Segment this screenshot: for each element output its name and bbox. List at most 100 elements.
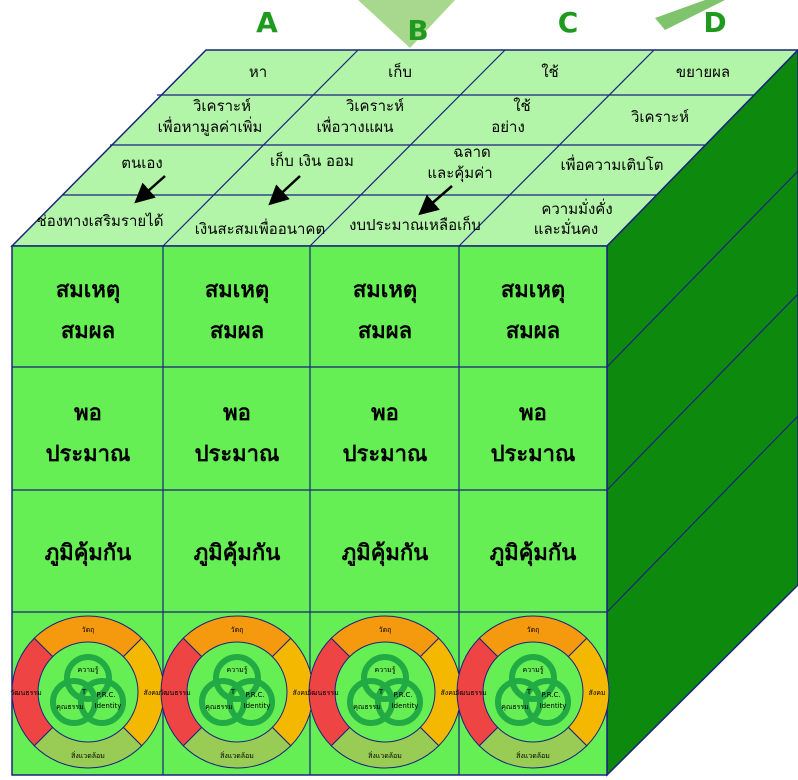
inner-circle-3	[375, 678, 423, 726]
top-row2-b-line1: วิเคราะห์	[345, 97, 404, 115]
top-face-grid	[62, 49, 755, 247]
top-row3-a: ตนเอง	[121, 154, 162, 172]
top-row1-a: หา	[249, 63, 267, 81]
ring-label-top: วัตถุ	[82, 626, 95, 634]
front-r1-b-l2: สมผล	[210, 319, 264, 344]
top-row2-d-line1: วิเคราะห์	[630, 108, 689, 126]
inner-circle-3	[78, 678, 126, 726]
top-face-arrows	[134, 175, 453, 216]
circle-label-left: คุณธรรม	[56, 703, 84, 711]
top-row4-d-line2: และมั่นคง	[534, 218, 598, 238]
circle-label-top: ความรู้	[227, 666, 248, 674]
side-face-grid	[606, 170, 798, 613]
ring-label-bottom: สิ่งแวดล้อม	[71, 751, 105, 760]
top-row1-b: เก็บ	[388, 62, 412, 81]
top-row3-c-line2: และคุ้มค่า	[427, 164, 492, 183]
top-row3-c-line1: ฉลาด	[453, 143, 491, 161]
inner-circle-2	[199, 678, 247, 726]
ring-label-right: สังคม	[293, 689, 310, 697]
ring-label-top: วัตถุ	[231, 626, 244, 634]
ring-segment-left	[308, 637, 351, 747]
top-row2-b-line2: เพื่อวางแผน	[317, 116, 394, 136]
arrow-a	[134, 175, 166, 204]
circle-label-left: คุณธรรม	[205, 703, 233, 711]
front-r1-a-l1: สมเหตุ	[56, 278, 120, 304]
ring-label-bottom: สิ่งแวดล้อม	[220, 751, 254, 760]
top-row4-b: เงินสะสมเพื่ออนาคต	[195, 218, 325, 238]
circle-label-top: ความรู้	[78, 666, 99, 674]
inner-circle-3	[227, 678, 275, 726]
inner-circle-2	[347, 678, 395, 726]
top-row4-d-line1: ความมั่งคั่ง	[541, 198, 612, 218]
ring-label-left: วัฒนธรรม	[455, 689, 486, 697]
top-row4-c: งบประมาณเหลือเก็บ	[349, 215, 481, 234]
front-r2-c-l2: ประมาณ	[343, 442, 428, 467]
ring-label-bottom: สิ่งแวดล้อม	[368, 751, 402, 760]
front-r2-a-l2: ประมาณ	[46, 442, 131, 467]
ring-label-right: สังคม	[589, 689, 606, 697]
inner-circle-1	[509, 654, 557, 702]
ring-segment-left	[11, 637, 54, 747]
front-row-2: พอ ประมาณ พอ ประมาณ พอ ประมาณ พอ ประมาณ	[46, 401, 576, 467]
circle-label-center: T	[230, 688, 236, 696]
circle-label-left: คุณธรรม	[501, 703, 529, 711]
front-r1-c-l1: สมเหตุ	[353, 278, 417, 304]
arrow-c	[418, 185, 453, 216]
circle-label-center: T	[81, 688, 87, 696]
top-row2-a-line2: เพื่อหามูลค่าเพิ่ม	[158, 116, 263, 136]
circle-label-left: คุณธรรม	[353, 703, 381, 711]
column-label-c: C	[558, 6, 579, 39]
front-r1-a-l2: สมผล	[61, 319, 115, 344]
front-r2-d-l2: ประมาณ	[491, 442, 576, 467]
front-r1-c-l2: สมผล	[358, 319, 412, 344]
circle-label-right-sub: Identity	[95, 702, 122, 710]
arrow-b	[268, 175, 301, 206]
inner-circle-3	[523, 678, 571, 726]
top-row1-c: ใช้	[541, 63, 559, 81]
front-r1-d-l2: สมผล	[506, 319, 560, 344]
circle-label-top: ความรู้	[523, 666, 544, 674]
ring-diagrams: วัตถุวัฒนธรรมสังคมสิ่งแวดล้อมความรู้Tคุณ…	[10, 615, 610, 769]
front-r2-b-l2: ประมาณ	[195, 442, 280, 467]
decorative-arrow-b	[358, 0, 455, 48]
ring-segment-left	[456, 637, 499, 747]
front-r1-b-l1: สมเหตุ	[205, 278, 269, 304]
top-row2-c-line2: อย่าง	[491, 118, 525, 136]
front-r3-a: ภูมิคุ้มกัน	[45, 541, 132, 567]
decorative-arrow-d	[655, 0, 725, 30]
ring-label-left: วัฒนธรรม	[159, 689, 190, 697]
front-row-1: สมเหตุ สมผล สมเหตุ สมผล สมเหตุ สมผล สมเห…	[56, 278, 565, 344]
top-row2-c-line1: ใช้	[513, 97, 531, 115]
ring-label-left: วัฒนธรรม	[307, 689, 338, 697]
ring-label-top: วัตถุ	[379, 626, 392, 634]
front-r2-d-l1: พอ	[519, 401, 547, 426]
circle-label-right-sub: Identity	[540, 702, 567, 710]
ring-label-right: สังคม	[144, 689, 161, 697]
circle-label-right: P.R.C.	[96, 691, 115, 699]
column-label-d: D	[703, 6, 726, 39]
ring-label-left: วัฒนธรรม	[10, 689, 41, 697]
ring-label-bottom: สิ่งแวดล้อม	[516, 751, 550, 760]
top-row2-a-line1: วิเคราะห์	[192, 97, 251, 115]
inner-circle-1	[64, 654, 112, 702]
circle-label-right: P.R.C.	[245, 691, 264, 699]
circle-label-top: ความรู้	[375, 666, 396, 674]
ring-label-top: วัตถุ	[527, 626, 540, 634]
ring-segment-left	[160, 637, 203, 747]
circle-label-right: P.R.C.	[393, 691, 412, 699]
circle-label-right-sub: Identity	[244, 702, 271, 710]
top-row3-d: เพื่อความเติบโต	[561, 154, 664, 174]
column-label-b: B	[407, 14, 428, 47]
ring-diagram-3: วัตถุวัฒนธรรมสังคมสิ่งแวดล้อมความรู้Tคุณ…	[307, 615, 462, 769]
front-r2-a-l1: พอ	[74, 401, 102, 426]
circle-label-center: T	[378, 688, 384, 696]
inner-circle-2	[50, 678, 98, 726]
front-r2-c-l1: พอ	[371, 401, 399, 426]
inner-circle-1	[213, 654, 261, 702]
circle-label-center: T	[526, 688, 532, 696]
circle-label-right-sub: Identity	[392, 702, 419, 710]
front-r3-b: ภูมิคุ้มกัน	[194, 541, 281, 567]
front-row-3: ภูมิคุ้มกัน ภูมิคุ้มกัน ภูมิคุ้มกัน ภูมิ…	[45, 541, 577, 567]
top-row1-d: ขยายผล	[676, 63, 730, 81]
